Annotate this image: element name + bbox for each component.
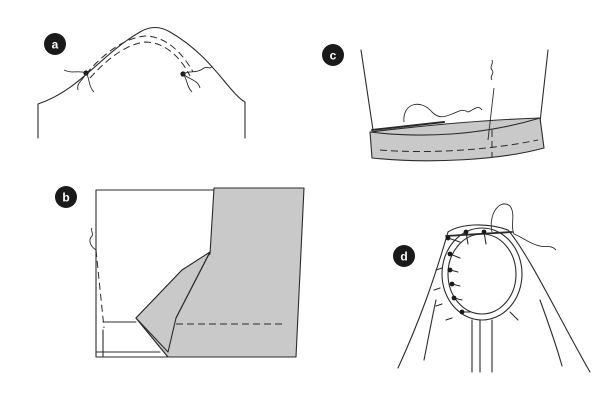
fold-edge	[175, 251, 211, 319]
tick-marks	[433, 267, 519, 321]
loop-inner	[447, 233, 517, 315]
strap	[471, 319, 493, 373]
panel-b: b	[55, 186, 305, 358]
panel-d-badge: d	[393, 245, 415, 267]
loop-outer	[441, 227, 523, 321]
thread-tails-left	[63, 69, 95, 93]
panel-a: a	[37, 26, 246, 139]
fabric-drape	[397, 224, 591, 373]
thread-tail-c	[487, 59, 495, 141]
ease-stitch-line-inner	[89, 41, 191, 79]
panel-b-badge: b	[55, 186, 77, 208]
garment-side-left	[360, 49, 374, 131]
needle-d	[445, 231, 513, 237]
thread-tail-b	[89, 227, 97, 251]
panel-a-label: a	[52, 38, 59, 52]
hem-stitch-illustration	[360, 49, 549, 162]
hem-stitch-dashed	[379, 139, 539, 153]
panel-b-label: b	[62, 191, 69, 205]
thread-loop	[403, 103, 483, 123]
pinned-loop-illustration	[397, 203, 591, 373]
thread-tails-right	[182, 65, 213, 93]
garment-side-right	[539, 49, 549, 123]
sleeve-cap-illustration	[37, 26, 246, 139]
sleeve-outline	[37, 26, 246, 139]
side-stitch-line	[95, 249, 105, 329]
panel-d-label: d	[400, 250, 407, 264]
ease-stitch-line-outer	[85, 35, 194, 75]
panel-d: d	[393, 203, 591, 373]
hem-band	[369, 117, 545, 162]
mitered-corner-illustration	[89, 187, 305, 358]
hem-top-edge	[369, 117, 541, 136]
panel-a-badge: a	[44, 33, 66, 55]
fabric-folds	[423, 299, 563, 367]
panel-c: c	[322, 44, 549, 162]
thread-d	[490, 203, 557, 251]
panel-c-label: c	[330, 49, 337, 63]
panel-c-badge: c	[322, 44, 344, 66]
needle	[371, 121, 445, 131]
pins	[445, 229, 487, 315]
